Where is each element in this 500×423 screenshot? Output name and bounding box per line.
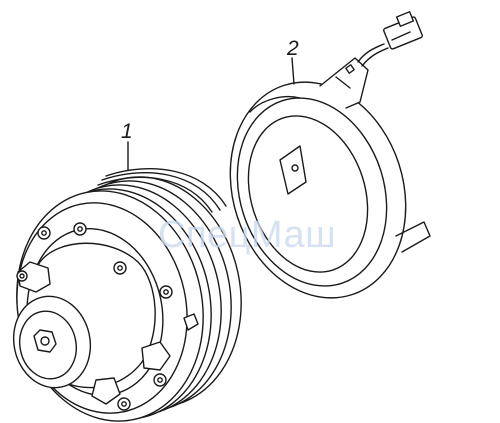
- callout-label-1: 1: [121, 120, 133, 143]
- clutch-pulley-part-1: [12, 141, 242, 422]
- callout-label-2: 2: [287, 37, 299, 60]
- coil-ring-part-2: [229, 11, 431, 299]
- watermark-logo: СпецМаш: [158, 214, 337, 256]
